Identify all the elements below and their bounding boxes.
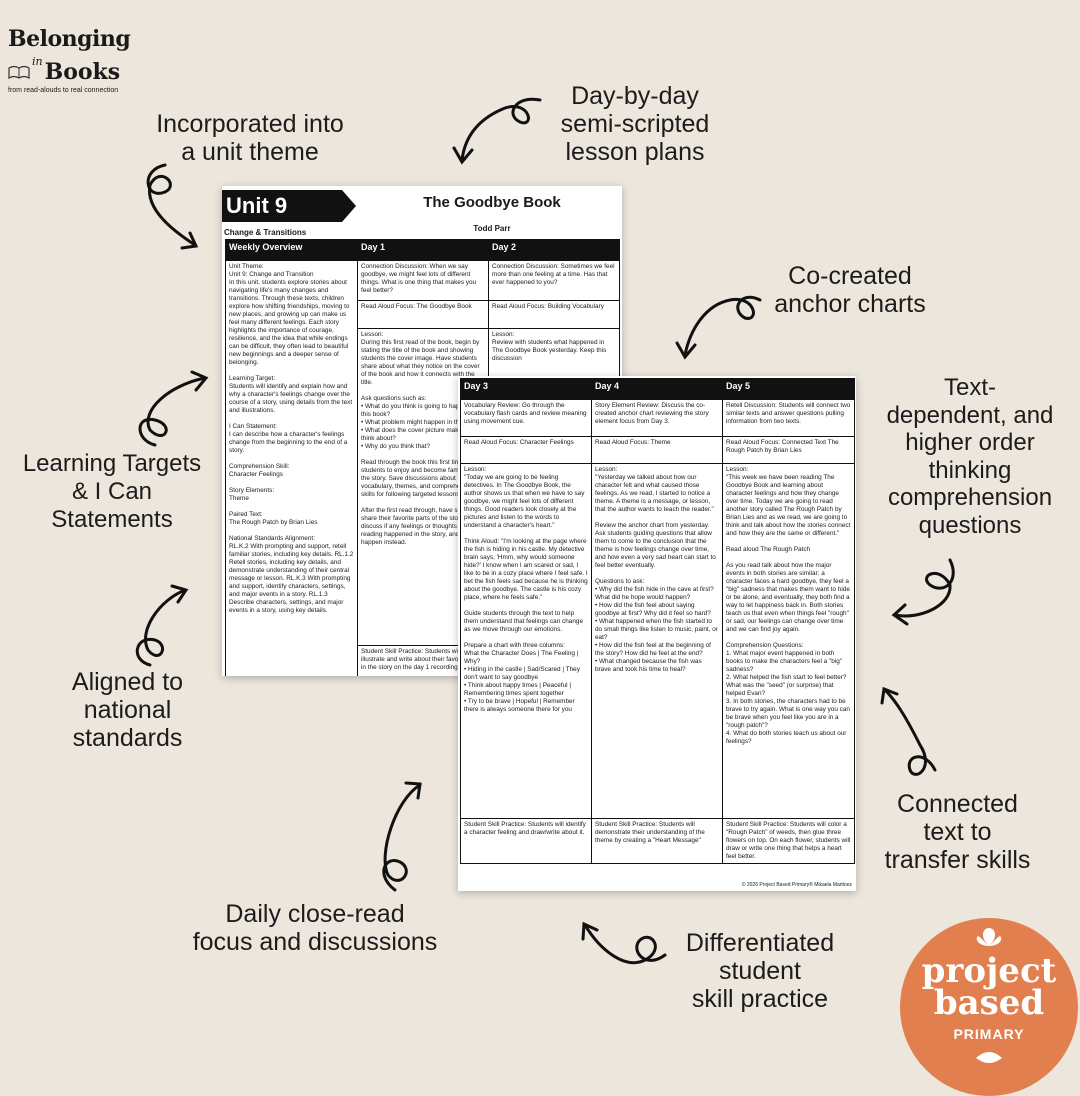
arrow-learning-head-icon — [190, 370, 209, 392]
project-based-primary-logo: project based PRIMARY — [900, 918, 1078, 1096]
logo-line2-wrap: in Books — [8, 50, 148, 84]
callout-text-dependent: Text- dependent, and higher order thinki… — [886, 374, 1054, 539]
unit-theme-label: Change & Transitions — [224, 228, 307, 237]
weekly-overview-cell: Unit Theme: Unit 9: Change and Transitio… — [225, 260, 358, 676]
belonging-in-books-logo: Belonging in Books from read-alouds to r… — [8, 28, 148, 94]
arrow-close-read-icon — [382, 783, 422, 892]
header-day2: Day 2 — [488, 239, 620, 261]
day2-read-aloud: Read Aloud Focus: Building Vocabulary — [488, 300, 620, 330]
callout-close-read: Daily close-read focus and discussions — [192, 900, 438, 956]
day3-lesson: Lesson: "Today we are going to be feelin… — [460, 463, 592, 819]
arrow-unit-theme-head-icon — [180, 231, 199, 250]
unit-label: Unit 9 — [222, 190, 356, 222]
arrow-standards-head-icon — [170, 584, 189, 604]
callout-differentiated: Differentiated student skill practice — [685, 929, 835, 1013]
day1-read-aloud: Read Aloud Focus: The Goodbye Book — [357, 300, 489, 330]
day3-vocab-review: Vocabulary Review: Go through the vocabu… — [460, 399, 592, 437]
book-icon — [8, 60, 30, 84]
badge-word-based: based — [933, 983, 1045, 1023]
day5-read-aloud: Read Aloud Focus: Connected Text The Rou… — [722, 436, 855, 464]
header-weekly-overview: Weekly Overview — [225, 239, 358, 261]
logo-line2: Books — [44, 59, 121, 85]
arrow-day-by-day-head-icon — [452, 146, 474, 165]
day4-story-review: Story Element Review: Discuss the co-cre… — [591, 399, 723, 437]
arrow-close-read-head-icon — [404, 781, 422, 800]
day4-lesson: Lesson: "Yesterday we talked about how o… — [591, 463, 723, 819]
header-day3: Day 3 — [460, 378, 592, 400]
logo-line1: Belonging — [8, 26, 131, 52]
lesson-page-days-3-5: Day 3 Day 4 Day 5 Vocabulary Review: Go … — [458, 376, 856, 891]
badge-word-primary: PRIMARY — [953, 1026, 1025, 1042]
arrow-standards-icon — [135, 588, 187, 667]
arrow-text-dependent-head-icon — [891, 603, 909, 626]
arrow-differentiated-icon — [583, 923, 667, 965]
lesson-table-days-3-5: Day 3 Day 4 Day 5 Vocabulary Review: Go … — [460, 378, 855, 864]
header-day1: Day 1 — [357, 239, 489, 261]
arrow-text-dependent-icon — [893, 558, 955, 618]
arrow-anchor-head-icon — [675, 341, 697, 360]
callout-learning-targets: Learning Targets & I Can Statements — [22, 450, 202, 533]
day3-skill-practice: Student Skill Practice: Students will id… — [460, 818, 592, 864]
logo-tagline: from read-alouds to real connection — [8, 87, 119, 94]
arrow-differentiated-head-icon — [581, 921, 599, 941]
book-title: The Goodbye Book — [423, 194, 561, 211]
arrow-anchor-icon — [683, 295, 762, 357]
day4-read-aloud: Read Aloud Focus: Theme — [591, 436, 723, 464]
arrow-day-by-day-icon — [460, 97, 542, 162]
arrow-connected-icon — [883, 688, 937, 776]
flower-icon — [976, 928, 1002, 946]
book-author: Todd Parr — [473, 224, 511, 233]
arrow-connected-head-icon — [880, 686, 899, 705]
badge-word-project: project — [921, 951, 1057, 991]
day5-retell: Retell Discussion: Students will connect… — [722, 399, 855, 437]
callout-day-by-day: Day-by-day semi-scripted lesson plans — [560, 82, 710, 166]
leaf-icon — [976, 1052, 1002, 1063]
callout-anchor-charts: Co-created anchor charts — [774, 262, 926, 318]
logo-in: in — [32, 55, 43, 68]
day2-connection: Connection Discussion: Sometimes we feel… — [488, 259, 620, 302]
day5-skill-practice: Student Skill Practice: Students will co… — [722, 818, 855, 864]
callout-unit-theme: Incorporated into a unit theme — [156, 110, 344, 166]
header-day5: Day 5 — [722, 378, 855, 400]
day3-read-aloud: Read Aloud Focus: Character Feelings — [460, 436, 592, 464]
arrow-unit-theme-icon — [146, 163, 197, 247]
arrow-learning-icon — [138, 376, 207, 447]
day5-lesson: Lesson: "This week we have been reading … — [722, 463, 855, 819]
day1-connection: Connection Discussion: When we say goodb… — [357, 259, 489, 302]
day4-skill-practice: Student Skill Practice: Students will de… — [591, 818, 723, 864]
callout-connected-text: Connected text to transfer skills — [884, 790, 1031, 874]
copyright: © 2026 Project Based Primary® Mikaela Ma… — [741, 882, 852, 888]
callout-national-standards: Aligned to national standards — [71, 668, 184, 752]
header-day4: Day 4 — [591, 378, 723, 400]
